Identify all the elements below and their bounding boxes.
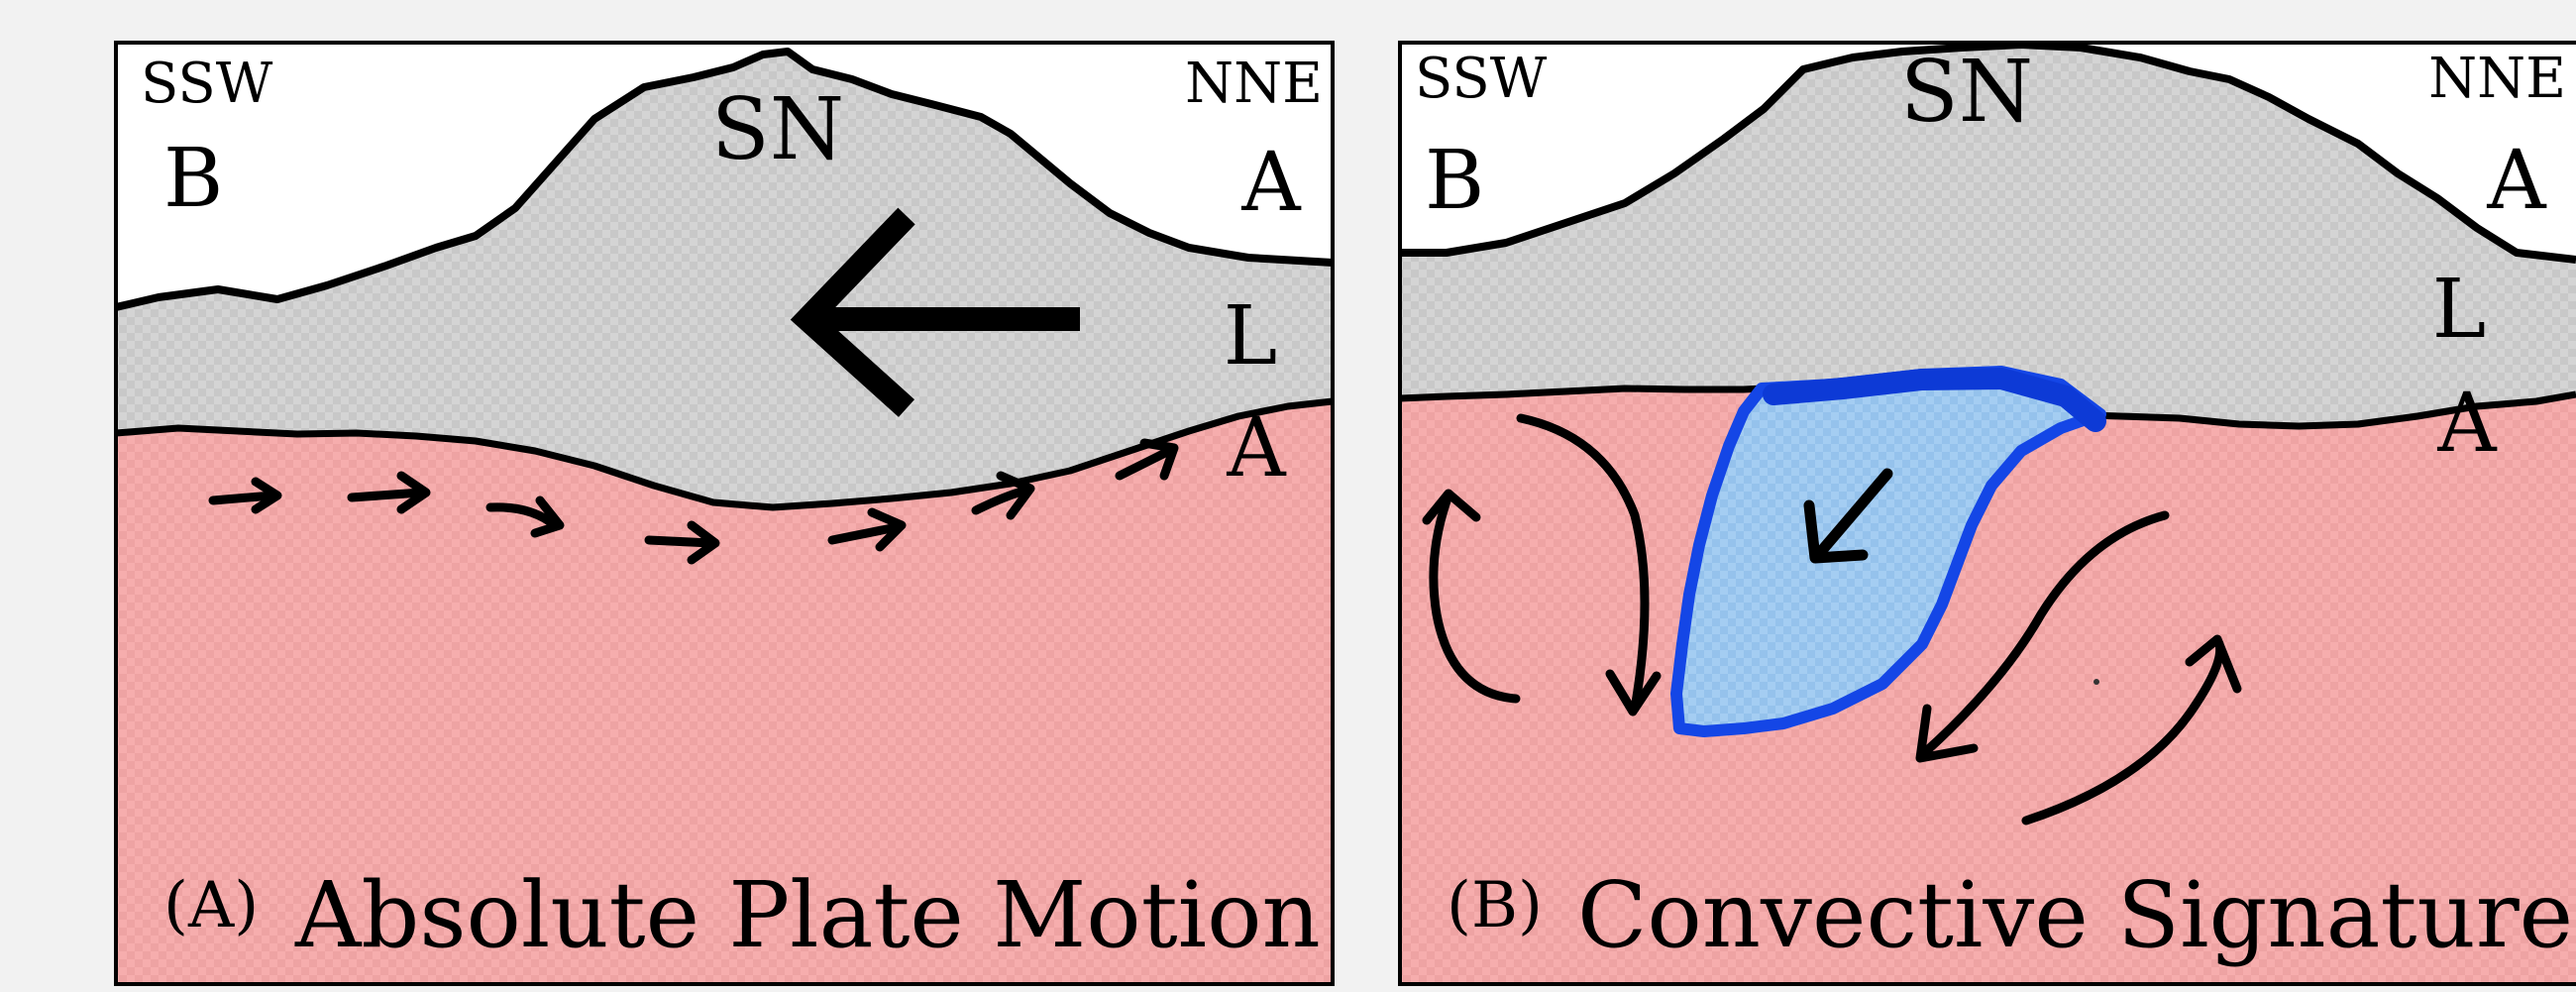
panel-a-plate-motion-arrow xyxy=(790,207,1080,417)
panel-b-caption-letter: (B) xyxy=(1447,869,1543,942)
flow-arrow xyxy=(1115,438,1179,481)
panel-a-frame xyxy=(114,41,1335,986)
panel-a-caption-title: Absolute Plate Motion xyxy=(294,862,1321,968)
panel-b-frame xyxy=(1398,41,2576,986)
panel-b-lithosphere xyxy=(1400,45,2576,426)
panel-a-mantle xyxy=(116,401,1333,984)
panel-a-region-a-bottom: A xyxy=(1226,401,1287,496)
panel-a-caption-letter: (A) xyxy=(163,869,259,942)
panel-a: SSW NNE B SN A L A (A) Absolute Plate Mo… xyxy=(114,41,1335,986)
panel-b-sinking-arrow xyxy=(1803,468,1893,564)
panel-b-region-a-bottom: A xyxy=(2436,377,2498,471)
panel-a-flow-arrows xyxy=(208,438,1179,565)
panel-a-region-b: B xyxy=(163,132,223,226)
panel-b-region-b: B xyxy=(1425,134,1484,228)
panel-b-dir-left: SSW xyxy=(1415,47,1548,111)
flow-arrow xyxy=(485,496,565,538)
panel-b-dir-right: NNE xyxy=(2428,47,2566,111)
flow-arrow xyxy=(347,471,431,514)
flow-arrow xyxy=(644,520,720,565)
panel-b-drip-rim xyxy=(1763,367,2106,432)
panel-b-convection-arrows xyxy=(1422,413,2242,826)
panel-a-sn-label: SN xyxy=(711,80,844,179)
panel-a-lithosphere xyxy=(116,52,1333,507)
panel-a-surface-line xyxy=(116,48,1333,311)
panel-a-region-a-top: A xyxy=(1240,136,1302,230)
flow-arrow xyxy=(208,477,282,514)
convection-arrow-right-up xyxy=(2021,634,2242,826)
panel-b-region-a-top: A xyxy=(2486,134,2547,228)
convection-arrow-left-up xyxy=(1422,489,1521,704)
panel-b: SSW NNE B SN A L A (B) Convective Signat… xyxy=(1398,41,2576,986)
panel-b-region-l: L xyxy=(2432,263,2486,357)
panel-a-dir-left: SSW xyxy=(141,52,273,116)
panel-b-sn-label: SN xyxy=(1900,43,2033,142)
convection-arrow-left-down xyxy=(1516,413,1662,716)
panel-b-dot xyxy=(2093,679,2099,685)
panel-a-dir-right: NNE xyxy=(1185,52,1323,116)
panel-b-caption-title: Convective Signature xyxy=(1577,862,2573,968)
flow-arrow xyxy=(971,471,1035,520)
panel-a-region-l: L xyxy=(1224,289,1277,384)
flow-arrow xyxy=(827,507,907,552)
convection-arrow-right-down xyxy=(1915,510,2170,763)
